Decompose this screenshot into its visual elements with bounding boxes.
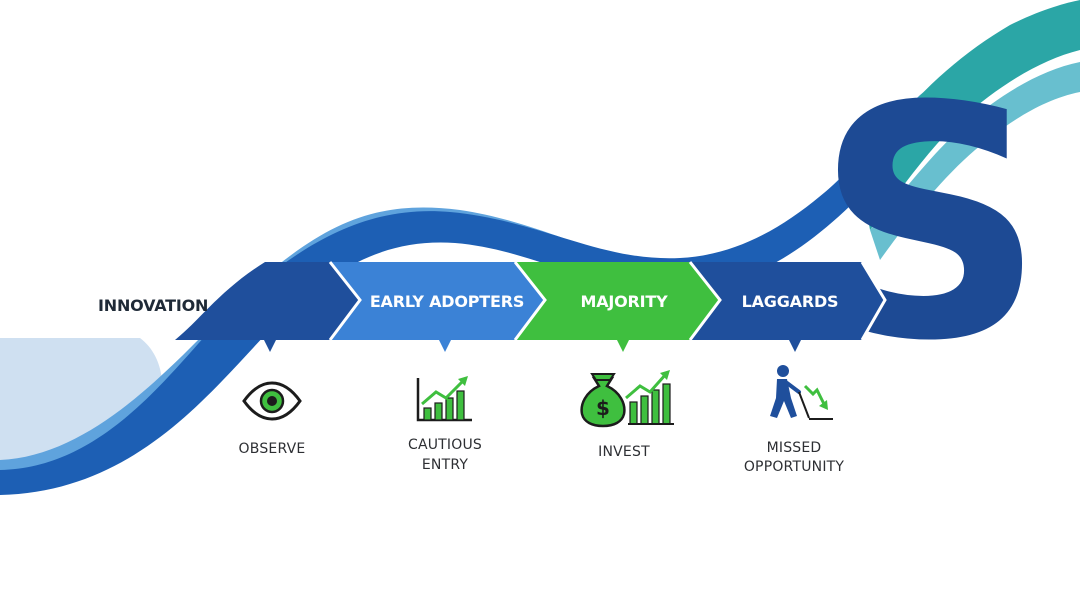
teal-wave-light <box>870 62 1080 260</box>
declining-person-icon <box>770 365 833 420</box>
growth-chart-icon <box>416 376 472 422</box>
pointer-early-adopters <box>439 340 451 352</box>
eye-icon <box>242 381 302 421</box>
innovation-chevron <box>175 262 360 340</box>
money-bag-chart-icon: $ <box>580 370 674 428</box>
pointer-laggards <box>789 340 801 352</box>
separator <box>688 261 722 341</box>
invest-caption: INVEST <box>598 444 650 460</box>
pointer-innovation <box>264 340 276 352</box>
cautious-entry-caption-line1: CAUTIOUS <box>408 437 482 453</box>
teal-wave <box>860 0 1080 230</box>
chevron-banner <box>175 261 887 341</box>
early-adopters-label: EARLY ADOPTERS <box>370 292 524 311</box>
observe-caption: OBSERVE <box>239 441 306 457</box>
main-wave <box>0 150 885 495</box>
separator <box>328 261 362 341</box>
pointer-majority <box>617 340 629 352</box>
majority-chevron <box>515 262 720 340</box>
innovation-label: INNOVATION <box>98 296 208 315</box>
s-logo: S <box>815 39 1045 411</box>
cautious-entry-caption-line2: ENTRY <box>422 457 469 473</box>
laggards-chevron <box>690 262 885 340</box>
laggards-label: LAGGARDS <box>742 292 839 311</box>
separator <box>860 261 887 341</box>
missed-opportunity-caption-line1: MISSED <box>767 440 822 456</box>
early-adopters-chevron <box>330 262 545 340</box>
separator <box>513 261 547 341</box>
missed-opportunity-caption-line2: OPPORTUNITY <box>744 459 845 475</box>
majority-label: MAJORITY <box>580 292 668 311</box>
svg-text:$: $ <box>596 396 610 420</box>
